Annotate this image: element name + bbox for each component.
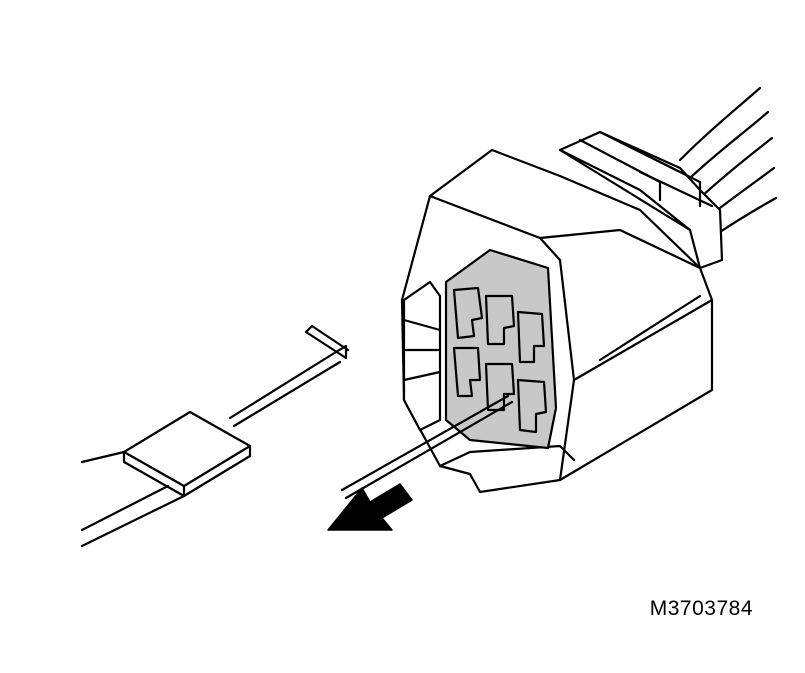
terminal-face (444, 248, 558, 450)
removed-terminal-wire (340, 394, 514, 500)
terminal-cavities (452, 286, 548, 434)
pull-direction-arrow-icon (327, 483, 413, 531)
connector-housing-rear (558, 130, 724, 270)
figure-code: M3703784 (649, 597, 753, 620)
terminal-removal-tool (80, 324, 350, 548)
